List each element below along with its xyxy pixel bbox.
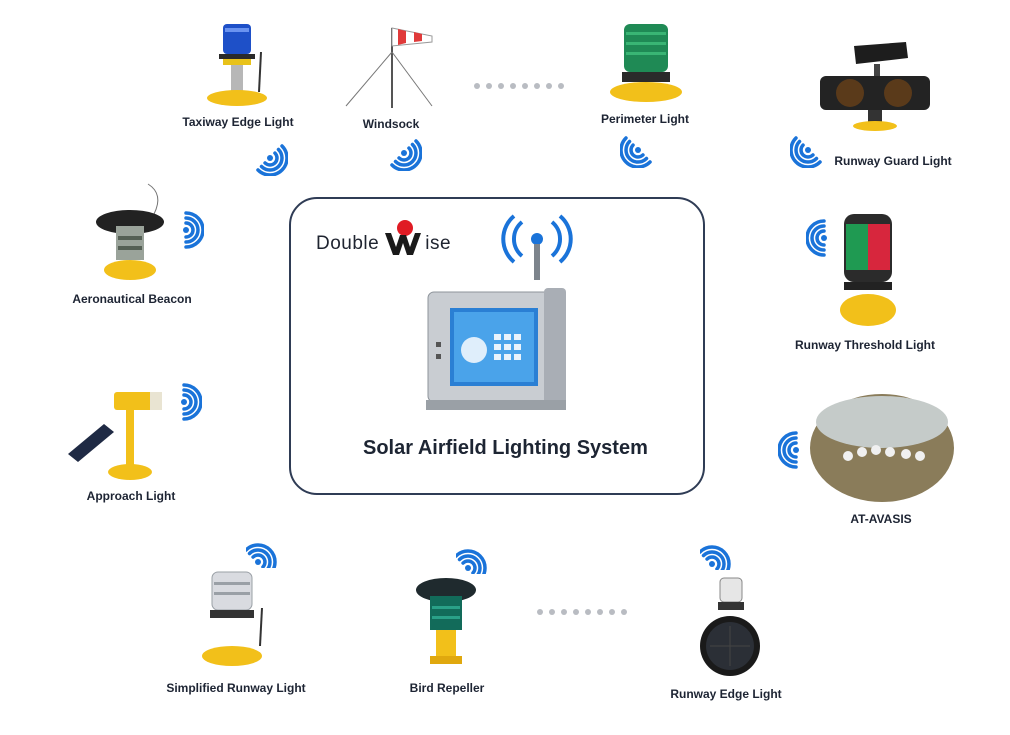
device-label-windsock: Windsock: [362, 117, 420, 131]
wireless-signal-icon: [790, 136, 822, 168]
device-label-runway-threshold-light: Runway Threshold Light: [795, 338, 935, 352]
device-label-at-avasis: AT-AVASIS: [850, 512, 912, 526]
wireless-signal-icon: [700, 545, 731, 570]
aeronautical-beacon-image: [96, 183, 164, 280]
at-avasis-image: [810, 394, 954, 502]
logo-w-icon: [385, 220, 422, 255]
taxiway-edge-light-image: [207, 24, 267, 106]
device-label-perimeter-light: Perimeter Light: [600, 112, 690, 126]
runway-threshold-light-image: [840, 214, 896, 326]
wireless-signal-icon: [620, 136, 652, 168]
wireless-signal-icon: [256, 144, 288, 176]
device-label-simplified-runway-light: Simplified Runway Light: [166, 681, 306, 695]
wireless-signal-icon: [456, 549, 487, 574]
perimeter-light-image: [610, 24, 682, 102]
device-label-taxiway-edge-light: Taxiway Edge Light: [182, 115, 294, 129]
runway-edge-light-image: [700, 577, 760, 676]
device-label-runway-edge-light: Runway Edge Light: [670, 687, 782, 701]
wireless-signal-icon: [778, 431, 799, 469]
device-label-runway-guard-light: Runway Guard Light: [834, 154, 952, 168]
system-title: Solar Airfield Lighting System: [363, 437, 648, 459]
controller-antenna-icon: [501, 214, 573, 280]
device-label-bird-repeller: Bird Repeller: [409, 681, 485, 695]
simplified-runway-light-image: [202, 571, 263, 666]
ellipsis-dots-top: [474, 83, 564, 89]
brand-text-part2: ise: [425, 233, 452, 254]
central-controller-panel: [289, 197, 705, 495]
wireless-signal-icon: [181, 383, 202, 421]
controller-device-image: [426, 288, 566, 410]
approach-light-image: [68, 392, 162, 480]
wireless-signal-icon: [390, 139, 422, 171]
device-label-aeronautical-beacon: Aeronautical Beacon: [72, 292, 192, 306]
wireless-signal-icon: [246, 543, 277, 568]
ellipsis-dots-bottom: [537, 609, 627, 615]
brand-text-part1: Double: [316, 233, 380, 254]
wireless-signal-icon: [806, 219, 827, 257]
bird-repeller-image: [416, 578, 476, 664]
device-label-approach-light: Approach Light: [86, 489, 176, 503]
brand-logo: Double ise: [316, 215, 451, 255]
wireless-signal-icon: [183, 211, 204, 249]
runway-guard-light-image: [820, 42, 930, 131]
windsock-image: [345, 27, 433, 108]
